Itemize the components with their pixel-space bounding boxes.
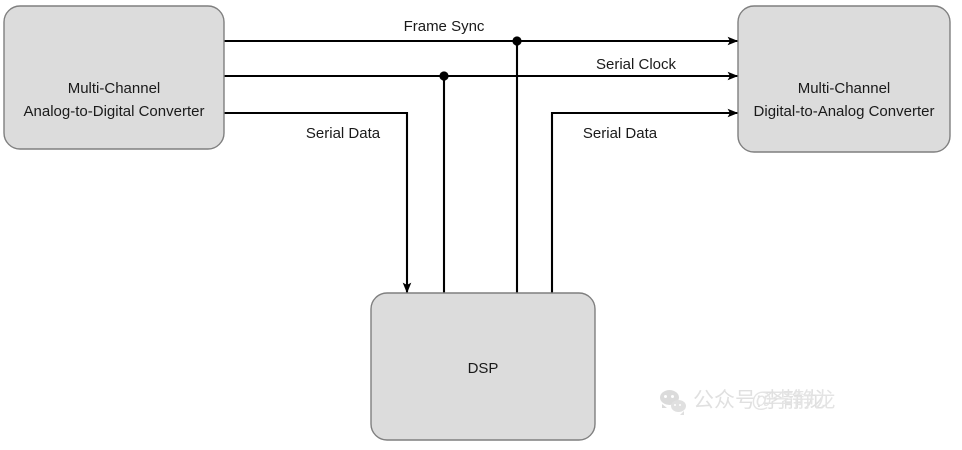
dac-block-rect [737,5,951,153]
adc-block-label-line2: Analog-to-Digital Converter [24,103,205,120]
serial-data-adc-wire [224,111,412,294]
dsp-block-rect [370,292,596,441]
serial-data-dac-wire [550,108,739,293]
dsp-block-label: DSP [468,360,499,377]
serial-data-adc-label: Serial Data [306,125,381,142]
serial-clock-label: Serial Clock [596,56,677,73]
dac-block-label-line2: Digital-to-Analog Converter [754,103,935,120]
dac-block-label-line1: Multi-Channel [798,80,891,97]
serial-data-dac-label: Serial Data [583,125,658,142]
adc-block-rect [3,5,225,150]
dac-block[interactable]: Multi-Channel Digital-to-Analog Converte… [737,5,951,153]
adc-block[interactable]: Multi-Channel Analog-to-Digital Converte… [3,5,225,150]
serial-clock-junction-dot [439,71,449,81]
frame-sync-junction-dot [512,36,522,46]
adc-block-label-line1: Multi-Channel [68,80,161,97]
dsp-block[interactable]: DSP [370,292,596,441]
frame-sync-label: Frame Sync [404,18,485,35]
